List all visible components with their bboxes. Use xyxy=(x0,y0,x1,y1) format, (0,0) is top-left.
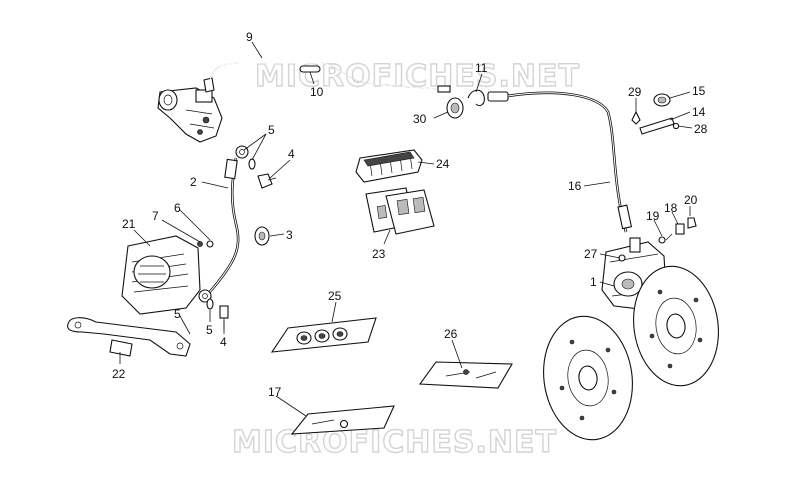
callout-18: 18 xyxy=(664,201,678,215)
callout-21: 21 xyxy=(122,217,136,231)
callout-4b: 4 xyxy=(220,335,227,349)
brake-hose-16 xyxy=(487,91,633,233)
callout-23: 23 xyxy=(372,247,386,261)
bolt-4-upper xyxy=(257,173,277,189)
callout-16: 16 xyxy=(568,179,582,193)
callout-25: 25 xyxy=(328,289,342,303)
brake-hose-9 xyxy=(209,62,451,93)
callout-5c: 5 xyxy=(206,323,213,337)
watermark-bottom: MICROFICHES.NET xyxy=(232,425,557,460)
grommet-30 xyxy=(446,97,464,119)
watermark-top: MICROFICHES.NET xyxy=(255,59,580,94)
callout-20: 20 xyxy=(684,193,698,207)
callout-10: 10 xyxy=(310,85,324,99)
callout-28: 28 xyxy=(694,122,708,136)
callout-30: 30 xyxy=(413,112,427,126)
washer-5-lower xyxy=(206,298,214,310)
callout-11: 11 xyxy=(475,61,488,75)
parts-29-15-14-28 xyxy=(631,93,680,135)
clip-11 xyxy=(467,89,485,107)
callout-9: 9 xyxy=(246,30,253,44)
kit-bag-26 xyxy=(418,361,513,389)
leader-lines xyxy=(119,41,693,417)
callout-22: 22 xyxy=(112,367,126,381)
brake-disc-front xyxy=(543,315,633,441)
clip-10 xyxy=(299,65,321,73)
brake-pad-spring-24 xyxy=(355,149,423,183)
callout-5b: 5 xyxy=(174,307,181,321)
cap-20 xyxy=(687,217,697,229)
callout-4a: 4 xyxy=(288,147,295,161)
callout-6: 6 xyxy=(174,201,181,215)
brake-hose-2 xyxy=(198,145,249,303)
callout-26: 26 xyxy=(444,327,458,341)
callout-2: 2 xyxy=(190,175,197,189)
callout-1: 1 xyxy=(590,275,597,289)
bolt-18 xyxy=(665,223,685,241)
washer-19 xyxy=(658,236,666,244)
callout-5a: 5 xyxy=(268,123,275,137)
master-cylinder xyxy=(157,77,223,143)
washer-5-upper xyxy=(248,158,256,170)
callout-29: 29 xyxy=(628,85,642,99)
brake-disc-rear xyxy=(633,265,719,387)
grommet-3 xyxy=(254,226,270,246)
kit-bag-25 xyxy=(270,317,377,353)
callout-24: 24 xyxy=(436,157,450,171)
callout-19: 19 xyxy=(646,209,660,223)
rear-caliper-21 xyxy=(121,235,214,315)
callout-15: 15 xyxy=(692,84,706,98)
caliper-bracket-22 xyxy=(67,317,191,357)
callout-14: 14 xyxy=(692,105,706,119)
brake-pads-23 xyxy=(365,187,435,235)
callout-7: 7 xyxy=(152,209,159,223)
kit-bag-17 xyxy=(290,405,395,435)
callout-17: 17 xyxy=(268,385,282,399)
callout-3: 3 xyxy=(286,228,293,242)
callout-27: 27 xyxy=(584,247,598,261)
